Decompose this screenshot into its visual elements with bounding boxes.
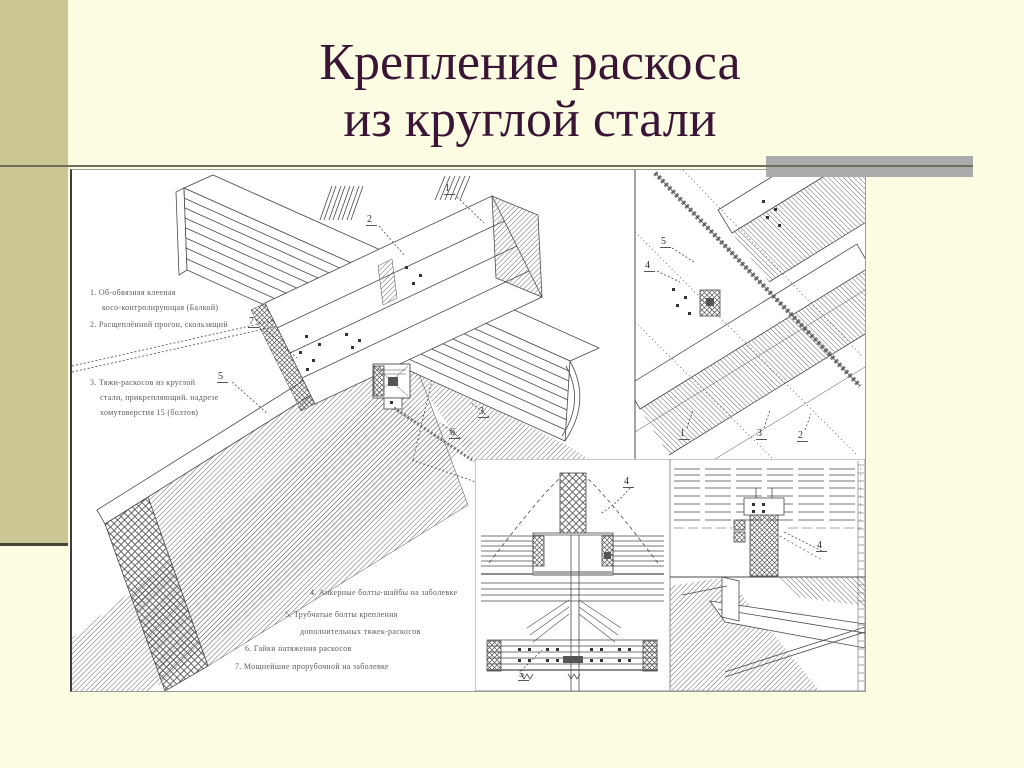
- legend-item: 1. Об-обвязная клееная: [90, 288, 176, 297]
- legend-item: 4. Анкерные болты-шайбы на заболевке: [310, 588, 458, 597]
- technical-drawing: 1. Об-обвязная клееная косо-контролирующ…: [70, 169, 866, 692]
- title-line-1: Крепление раскоса: [319, 34, 741, 91]
- legend-item: хомутоверстия 15 (болтов): [100, 408, 199, 417]
- callout-label: 3: [478, 406, 489, 418]
- legend-item: 3. Тяжи-раскосов из круглой: [90, 378, 196, 387]
- callout-label: 4: [816, 540, 827, 552]
- callout-label: 4: [644, 260, 655, 272]
- legend-item: косо-контролирующая (Балкой): [102, 303, 219, 312]
- callout-label: 3: [756, 428, 767, 440]
- callout-label: 5: [217, 371, 228, 383]
- callout-label: 6: [449, 427, 460, 439]
- callout-label: 5: [518, 669, 529, 681]
- left-accent-bar: [0, 0, 68, 546]
- page-title: Крепление раскоса из круглой стали: [80, 34, 980, 148]
- callout-label: 7: [248, 316, 259, 328]
- legend-item: 2. Расщеплённой прогон, скользящий: [90, 320, 228, 329]
- legend-item: 5. Трубчатые болты крепления: [285, 610, 398, 619]
- legend-item: 6. Гайки натяжения раскосов: [245, 644, 352, 653]
- title-rule: [0, 165, 973, 167]
- callout-label: 2: [366, 214, 377, 226]
- callout-label: 5: [660, 236, 671, 248]
- drawing-canvas: [72, 170, 865, 691]
- callout-label: 1: [444, 183, 455, 195]
- legend-item: 7. Мощнейшие прорубочной на заболевке: [235, 662, 389, 671]
- callout-label: 1: [679, 428, 690, 440]
- callout-label: 4: [623, 476, 634, 488]
- legend-item: стали, прикрепляющий. надрезе: [100, 393, 219, 402]
- legend-item: дополнительных тяжек-раскосов: [300, 627, 421, 636]
- title-line-2: из круглой стали: [343, 91, 717, 148]
- callout-label: 2: [797, 430, 808, 442]
